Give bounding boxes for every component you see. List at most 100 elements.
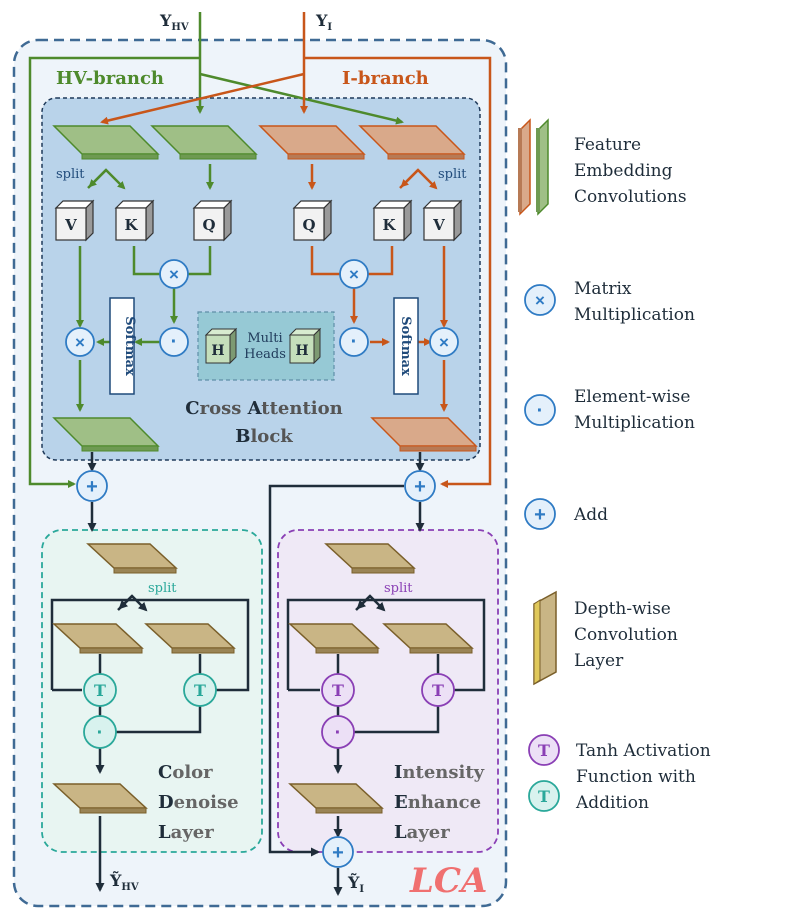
iel-tanh-right: T [421, 673, 455, 707]
svg-text:Matrix: Matrix [574, 279, 632, 299]
hv-branch-label: HV-branch [56, 68, 164, 89]
i-branch-label: I-branch [342, 68, 429, 89]
attention-to-add-links [87, 452, 425, 857]
head-cube-left: H [204, 327, 238, 365]
cdl-tanh-right: T [183, 673, 217, 707]
svg-text:Softmax: Softmax [122, 316, 137, 376]
svg-text:Depth-wise: Depth-wise [574, 599, 671, 619]
cdl-depthwise-conv-top [86, 543, 178, 574]
hv-k-cube: K [114, 199, 155, 242]
hv-split-label: split [56, 167, 85, 182]
iel-flows [286, 594, 486, 896]
svg-text:Element-wise: Element-wise [574, 387, 690, 407]
svg-text:Function with: Function with [576, 767, 696, 787]
svg-text:K: K [382, 216, 396, 234]
legend-add: + Add [524, 498, 608, 530]
legend-depthwise: Depth-wise Convolution Layer [533, 590, 678, 686]
hv-value-matmul-circle: × [65, 327, 95, 357]
svg-text:Convolution: Convolution [574, 625, 678, 645]
output-yhv-label: ỸHV [109, 869, 139, 893]
svg-text:T: T [538, 787, 550, 806]
hv-elementwise-circle: · [159, 327, 189, 357]
cdl-flows [50, 594, 250, 892]
svg-text:·: · [537, 400, 544, 422]
svg-text:Embedding: Embedding [574, 161, 673, 181]
color-denoise-title-3: Layer [158, 822, 214, 843]
head-cube-right: H [288, 327, 322, 365]
i-matmul-circle: × [339, 259, 369, 289]
iel-depthwise-conv-top [324, 543, 416, 574]
i-add-circle: + [404, 470, 436, 502]
hv-embed-conv-2 [150, 125, 258, 160]
iel-depthwise-conv-left [288, 623, 380, 654]
cross-attention-title-2: Block [235, 426, 293, 447]
svg-text:+: + [332, 842, 344, 864]
i-v-cube: V [422, 199, 463, 242]
hv-attention-output-conv [52, 417, 160, 452]
i-softmax-box: Softmax [393, 297, 419, 395]
hv-embed-conv-1 [52, 125, 160, 160]
svg-text:×: × [75, 333, 85, 352]
iel-split-label: split [384, 581, 413, 596]
svg-text:Layer: Layer [574, 651, 624, 671]
i-split-label: split [438, 167, 467, 182]
i-input-flow [100, 12, 492, 488]
i-k-cube: K [372, 199, 413, 242]
svg-text:Feature: Feature [574, 135, 641, 155]
iel-add-circle: + [322, 836, 354, 868]
legend-feature-embedding: Feature Embedding Convolutions [518, 118, 687, 216]
svg-text:T: T [94, 681, 106, 700]
svg-text:·: · [335, 722, 342, 744]
iel-depthwise-conv-bottom [288, 783, 384, 814]
cdl-depthwise-conv-bottom [52, 783, 148, 814]
intensity-enhance-title-3: Layer [394, 822, 450, 843]
svg-text:T: T [194, 681, 206, 700]
multi-heads-box: H H Multi Heads [197, 311, 335, 381]
svg-text:H: H [211, 343, 224, 359]
svg-text:Multi: Multi [247, 331, 282, 346]
svg-text:Multiplication: Multiplication [574, 305, 695, 325]
svg-text:·: · [97, 722, 104, 744]
svg-text:+: + [534, 504, 546, 526]
iel-tanh-left: T [321, 673, 355, 707]
hv-add-circle: + [76, 470, 108, 502]
svg-text:V: V [432, 216, 445, 234]
lca-label: LCA [409, 861, 487, 901]
cdl-tanh-left: T [83, 673, 117, 707]
cdl-split-label: split [148, 581, 177, 596]
i-attention-output-conv [370, 417, 478, 452]
svg-text:Softmax: Softmax [398, 316, 413, 376]
hv-q-cube: Q [192, 199, 233, 242]
hv-softmax-box: Softmax [109, 297, 137, 395]
i-q-cube: Q [292, 199, 333, 242]
svg-text:×: × [169, 265, 179, 284]
svg-text:×: × [349, 265, 359, 284]
input-yhv-label: YHV [159, 11, 189, 33]
svg-text:T: T [332, 681, 344, 700]
iel-depthwise-conv-right [382, 623, 474, 654]
svg-text:K: K [124, 216, 138, 234]
cross-attention-title: Cross Attention [185, 398, 342, 419]
i-value-matmul-circle: × [429, 327, 459, 357]
hv-attention-flows [76, 246, 212, 412]
output-yi-label: ỸI [347, 871, 364, 895]
svg-text:H: H [295, 343, 308, 359]
svg-text:Q: Q [202, 216, 215, 234]
hv-input-flow [28, 12, 404, 488]
svg-text:Convolutions: Convolutions [574, 187, 687, 207]
hv-matmul-circle: × [159, 259, 189, 289]
svg-text:T: T [538, 741, 550, 760]
cdl-elementwise-circle: · [83, 715, 117, 749]
cdl-depthwise-conv-left [52, 623, 144, 654]
hv-split-arrows [87, 164, 214, 190]
i-embed-conv-1 [258, 125, 366, 160]
svg-text:T: T [432, 681, 444, 700]
legend-matrix-mult: × Matrix Multiplication [524, 279, 695, 325]
svg-text:+: + [414, 476, 426, 498]
i-split-arrows [308, 164, 438, 190]
color-denoise-title-1: Color [158, 762, 213, 783]
intensity-enhance-title-2: Enhance [394, 792, 481, 813]
svg-text:·: · [351, 331, 358, 353]
svg-text:Add: Add [573, 505, 608, 525]
